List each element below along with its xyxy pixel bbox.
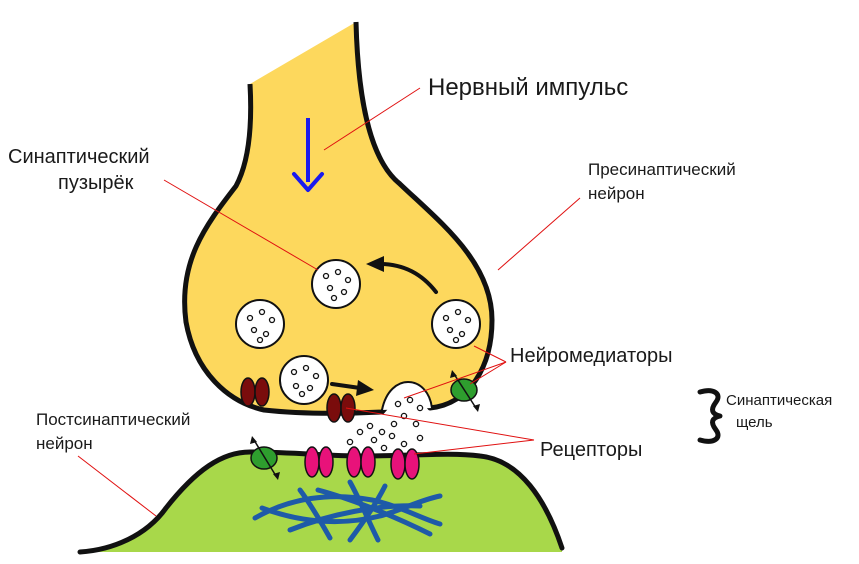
label-synaptic-vesicle-line1: Синаптический [8,146,150,168]
postsynaptic-receptor [346,446,376,478]
label-synaptic-cleft-line2: щель [736,414,773,431]
label-presynaptic-line2: нейрон [588,184,645,203]
pointer-lines [77,87,581,517]
nerve-impulse-arrow [292,118,324,192]
neurotransmitter-molecules [346,396,424,452]
label-neurotransmitters: Нейромедиаторы [510,345,673,367]
label-postsynaptic-line1: Постсинаптический [36,410,191,429]
reuptake-transporter [450,370,480,412]
label-presynaptic-line1: Пресинаптический [588,160,736,179]
postsynaptic-receptor [390,448,420,480]
fusing-vesicle [381,380,433,411]
synaptic-vesicle [279,355,329,405]
label-synaptic-vesicle-line2: пузырёк [58,172,134,194]
postsynaptic-neuron [80,452,562,552]
label-nerve-impulse: Нервный импульс [428,74,629,101]
label-synaptic-cleft-line1: Синаптическая [726,392,833,409]
vesicle-transport-arrow [330,380,374,396]
label-presynaptic-neuron: Пресинаптический нейрон [588,158,736,206]
recycling-arrow [366,256,438,294]
synaptic-vesicle [311,259,361,309]
presynaptic-channel [240,377,270,407]
label-receptors: Рецепторы [540,439,643,461]
synaptic-cleft-brace [697,388,723,444]
postsynaptic-receptor [304,446,334,478]
label-postsynaptic-line2: нейрон [36,434,93,453]
label-synaptic-cleft: Синаптическая щель [726,390,832,434]
postsynaptic-transporter [250,436,280,480]
label-postsynaptic-neuron: Постсинаптический нейрон [36,408,190,456]
synaptic-vesicle [431,299,481,349]
label-synaptic-vesicle: Синаптический пузырёк [8,144,150,196]
synaptic-vesicle [235,299,285,349]
cytoskeleton [252,479,443,543]
